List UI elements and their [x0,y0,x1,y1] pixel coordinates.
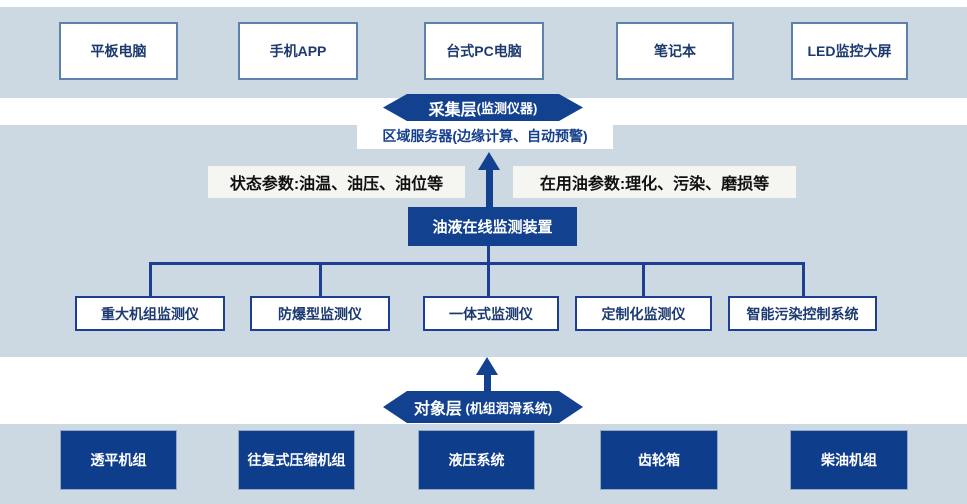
node-tablet: 平板电脑 [59,22,178,80]
node-diesel-unit: 柴油机组 [790,430,908,490]
node-phone-app: 手机APP [238,22,358,80]
up-arrow-icon [478,152,500,170]
node-oil-monitoring-device: 油液在线监测装置 [408,207,577,246]
node-hydraulic-system: 液压系统 [418,430,535,490]
up-arrow-shaft [484,373,491,392]
connector-horizontal [149,262,805,265]
collection-layer-subtitle: (监测仪器) [476,101,538,116]
up-arrow-icon [476,357,498,375]
node-turbine-unit: 透平机组 [60,430,177,490]
node-major-unit-monitor: 重大机组监测仪 [75,296,225,331]
node-laptop: 笔记本 [616,22,734,80]
node-regional-server: 区域服务器(边缘计算、自动预警) [357,122,613,149]
object-layer-banner: 对象层 (机组润滑系统) [383,391,583,423]
connector-drop-1 [149,262,152,297]
connector-drop-4 [642,262,645,297]
label-status-params: 状态参数:油温、油压、油位等 [208,166,465,198]
connector-drop-5 [802,262,805,297]
connector-drop-2 [319,262,322,297]
collection-layer-banner: 采集层(监测仪器) [383,94,583,121]
node-integrated-monitor: 一体式监测仪 [423,296,559,331]
object-layer-title: 对象层 [413,401,462,418]
node-explosionproof-monitor: 防爆型监测仪 [250,296,390,331]
node-recip-compressor: 往复式压缩机组 [238,430,355,490]
label-oil-params: 在用油参数:理化、污染、磨损等 [513,166,796,198]
node-led-screen: LED监控大屏 [791,22,908,80]
up-arrow-shaft [486,168,493,207]
object-layer-subtitle-text: (机组润滑系统) [465,400,553,416]
node-customized-monitor: 定制化监测仪 [575,296,712,331]
collection-layer-title: 采集层 [428,101,477,119]
node-desktop-pc: 台式PC电脑 [424,22,544,80]
connector-center-drop [487,246,490,297]
node-gearbox: 齿轮箱 [600,430,718,490]
node-pollution-control: 智能污染控制系统 [728,296,877,331]
